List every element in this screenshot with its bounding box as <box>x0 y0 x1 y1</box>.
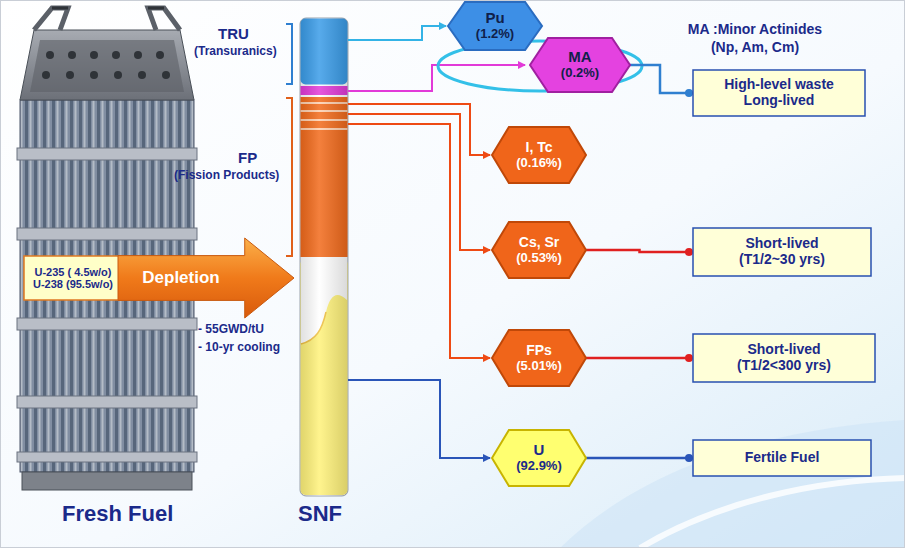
category-box: Fertile Fuel <box>693 440 871 476</box>
connector <box>586 250 693 252</box>
definition-note: MA :Minor Actinides <box>664 22 846 37</box>
leader-line <box>348 124 490 358</box>
hexagon-shape <box>492 127 586 183</box>
depletion-arrow: Depletion <box>118 238 294 318</box>
node-subtitle: U-238 (95.5w/o) <box>33 278 113 290</box>
background-swirl <box>560 420 905 548</box>
node-subtitle: (T1/2~30 yrs) <box>739 252 825 268</box>
group-label: TRU <box>218 26 249 43</box>
node-title: Short-lived <box>745 236 818 252</box>
node-title: Pu <box>485 10 504 27</box>
connector-dot <box>685 89 693 97</box>
node-subtitle: (92.9%) <box>516 459 562 474</box>
fuel-assembly <box>17 8 197 490</box>
node-title: Short-lived <box>747 342 820 358</box>
node-content: Fertile Fuel <box>693 440 871 476</box>
arrow-shape <box>118 238 294 318</box>
node-title: Cs, Sr <box>519 235 559 251</box>
connector <box>586 457 693 460</box>
pu-hexagon: Pu(1.2%) <box>448 2 542 50</box>
connector-dot <box>685 248 693 256</box>
node-subtitle: (1.2%) <box>476 27 514 42</box>
connector-dot <box>685 354 693 362</box>
box-shape <box>24 256 122 300</box>
node-content: I, Tc(0.16%) <box>492 127 586 183</box>
node-subtitle: Long-lived <box>744 93 815 109</box>
connector-dot <box>685 454 693 462</box>
group-label: (Fission Products) <box>174 169 279 182</box>
node-content: U-235 ( 4.5w/o)U-238 (95.5w/o) <box>24 256 122 300</box>
box-shape <box>693 334 875 382</box>
box-shape <box>693 440 871 476</box>
parameter-note: - 55GWD/tU <box>198 323 264 336</box>
node-subtitle: (5.01%) <box>516 359 562 374</box>
category-box: Short-lived(T1/2<300 yrs) <box>693 334 875 382</box>
group-label: (Transuranics) <box>194 45 277 58</box>
node-content: MA(0.2%) <box>530 38 630 92</box>
node-content: Short-lived(T1/2<300 yrs) <box>693 334 875 382</box>
composition-box: U-235 ( 4.5w/o)U-238 (95.5w/o) <box>24 256 122 300</box>
node-title: High-level waste <box>724 77 834 93</box>
fission-product-hexagon: FPs(5.01%) <box>492 330 586 386</box>
hexagon-shape <box>448 2 542 50</box>
group-label: FP <box>238 150 257 167</box>
leader-line <box>348 114 490 250</box>
leader-line <box>348 104 490 155</box>
node-title: FPs <box>526 343 552 359</box>
category-box: Short-lived(T1/2~30 yrs) <box>693 228 871 276</box>
leader-line <box>348 380 490 458</box>
node-content: Cs, Sr(0.53%) <box>492 222 586 278</box>
node-subtitle: (0.16%) <box>516 156 562 171</box>
category-box: High-level wasteLong-lived <box>693 70 865 116</box>
node-content: U(92.9%) <box>492 430 586 486</box>
definition-note: (Np, Am, Cm) <box>664 40 846 55</box>
node-title: I, Tc <box>526 140 553 156</box>
hexagon-shape <box>530 38 630 92</box>
figure-caption: SNF <box>298 502 342 526</box>
connector <box>586 357 693 360</box>
node-content: Pu(1.2%) <box>448 2 542 50</box>
hexagon-shape <box>492 430 586 486</box>
hexagon-shape <box>492 222 586 278</box>
uranium-hexagon: U(92.9%) <box>492 430 586 486</box>
node-subtitle: (0.53%) <box>516 251 562 266</box>
figure-caption: Fresh Fuel <box>62 502 173 526</box>
connector <box>630 65 693 93</box>
snf-column <box>300 18 348 496</box>
box-shape <box>693 228 871 276</box>
node-content: Depletion <box>118 238 294 318</box>
ma-hexagon: MA(0.2%) <box>530 38 630 92</box>
leader-line <box>348 65 525 91</box>
node-content: FPs(5.01%) <box>492 330 586 386</box>
node-title: U <box>534 442 545 459</box>
fission-product-hexagon: Cs, Sr(0.53%) <box>492 222 586 278</box>
node-title: Fertile Fuel <box>745 450 820 466</box>
tru-bracket <box>286 24 292 84</box>
node-title: U-235 ( 4.5w/o) <box>34 266 111 278</box>
node-subtitle: (0.2%) <box>561 66 599 81</box>
parameter-note: - 10-yr cooling <box>198 341 280 354</box>
box-shape <box>693 70 865 116</box>
fp-bracket <box>286 98 292 256</box>
node-content: High-level wasteLong-lived <box>693 70 865 116</box>
leader-line <box>348 26 446 40</box>
hexagon-shape <box>492 330 586 386</box>
node-subtitle: (T1/2<300 yrs) <box>737 358 831 374</box>
node-title: Depletion <box>142 268 219 287</box>
background-swirl <box>640 478 905 548</box>
node-content: Short-lived(T1/2~30 yrs) <box>693 228 871 276</box>
node-title: MA <box>568 49 591 66</box>
fission-product-hexagon: I, Tc(0.16%) <box>492 127 586 183</box>
